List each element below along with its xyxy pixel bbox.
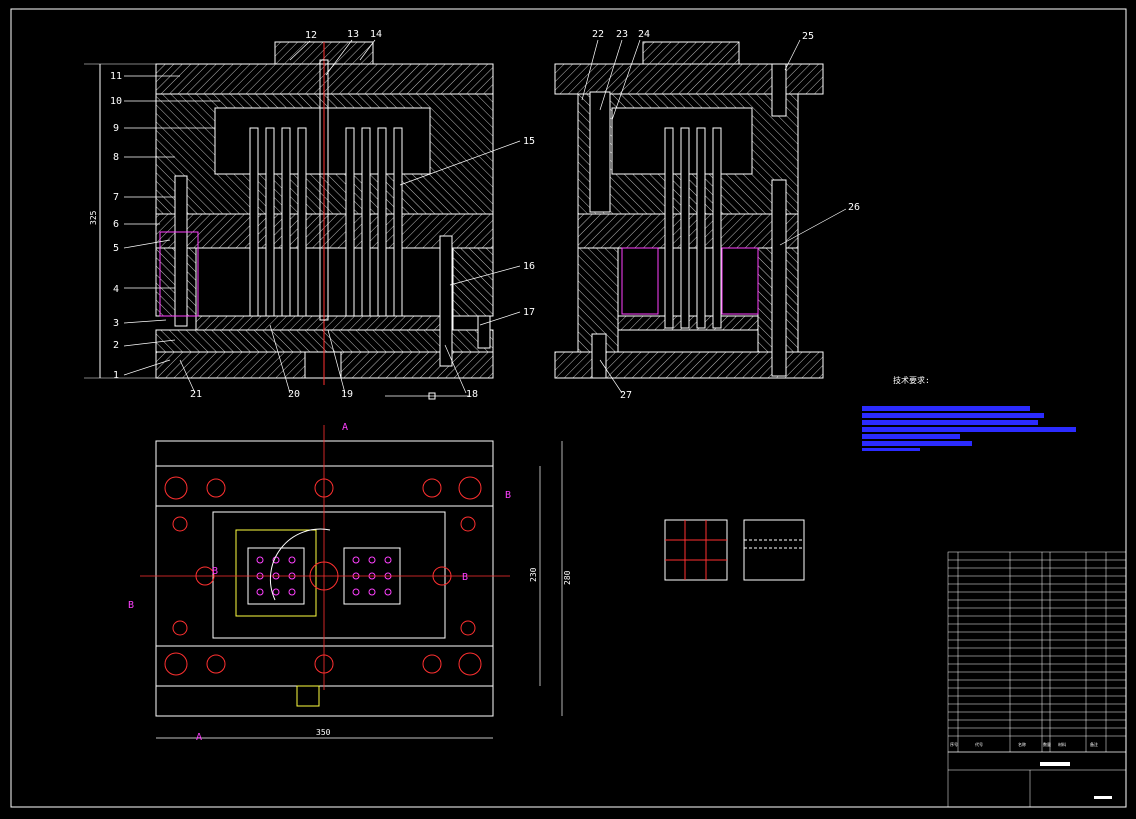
section-mark-b-inner-left: B <box>212 566 218 577</box>
plan-height-dim: 280 <box>563 570 572 585</box>
bom-header: 序号 代号 名称 数量 材料 备注 <box>950 741 1098 747</box>
label-21: 21 <box>190 389 202 400</box>
front-section-view: 3 2 5 <box>84 41 494 400</box>
guide-pin-right <box>439 235 453 367</box>
section-mark-b-left: B <box>128 600 134 611</box>
section-mark-b-right: B <box>505 490 511 501</box>
guide-pin-left <box>174 175 188 327</box>
label-16: 16 <box>523 261 535 272</box>
plan-view: 350 280 230 A A B B B B <box>128 422 572 743</box>
section-mark-a-top: A <box>342 422 348 433</box>
bom-col-material: 材料 <box>1058 741 1066 747</box>
label-18: 18 <box>466 389 478 400</box>
label-11: 11 <box>110 71 122 82</box>
label-22: 22 <box>592 29 604 40</box>
front-leaders <box>123 39 521 394</box>
label-14: 14 <box>370 29 382 40</box>
plan-inner-height-dim: 230 <box>529 567 538 582</box>
section-mark-a-bottom: A <box>196 732 202 743</box>
label-10: 10 <box>110 96 122 107</box>
bom-col-code: 代号 <box>975 741 983 747</box>
label-9: 9 <box>113 123 119 134</box>
front-labels: 1 2 3 4 5 6 7 8 9 10 11 12 13 14 15 16 1… <box>110 29 535 400</box>
bill-of-materials <box>947 551 1127 808</box>
label-17: 17 <box>523 307 535 318</box>
label-27: 27 <box>620 390 632 401</box>
label-23: 23 <box>616 29 628 40</box>
label-8: 8 <box>113 152 119 163</box>
label-2: 2 <box>113 340 119 351</box>
drawing-number-box <box>1040 762 1070 766</box>
side-section-view <box>554 41 824 379</box>
label-26: 26 <box>848 202 860 213</box>
label-25: 25 <box>802 31 814 42</box>
label-20: 20 <box>288 389 300 400</box>
label-15: 15 <box>523 136 535 147</box>
label-12: 12 <box>305 30 317 41</box>
bom-col-qty: 数量 <box>1043 741 1051 747</box>
bom-col-name: 名称 <box>1018 741 1026 747</box>
stop-pin <box>477 315 491 349</box>
label-3: 3 <box>113 318 119 329</box>
plan-width-dim: 350 <box>316 728 331 737</box>
label-7: 7 <box>113 192 119 203</box>
side-leaders <box>581 39 847 394</box>
section-mark-b-inner-right: B <box>462 572 468 583</box>
front-height-dim: 325 <box>89 210 98 225</box>
technical-notes: 技术要求: <box>862 375 1076 451</box>
side-labels: 22 23 24 25 26 27 <box>592 29 860 401</box>
label-6: 6 <box>113 219 119 230</box>
support-pillar-left <box>159 231 199 317</box>
bom-col-no: 序号 <box>950 741 958 747</box>
label-19: 19 <box>341 389 353 400</box>
drawing-title-box <box>1094 796 1112 799</box>
sprue-puller <box>319 59 329 321</box>
label-4: 4 <box>113 284 119 295</box>
bom-col-remark: 备注 <box>1090 741 1098 747</box>
drawing-border <box>10 8 1127 808</box>
ko-hole <box>304 351 342 379</box>
label-5: 5 <box>113 243 119 254</box>
spacer-block-right <box>452 247 494 317</box>
notes-title: 技术要求: <box>893 375 930 385</box>
label-1: 1 <box>113 370 119 381</box>
ejector-pins <box>249 127 403 317</box>
label-13: 13 <box>347 29 359 40</box>
bom-rows <box>948 559 1126 737</box>
part-detail <box>664 519 805 581</box>
label-24: 24 <box>638 29 650 40</box>
